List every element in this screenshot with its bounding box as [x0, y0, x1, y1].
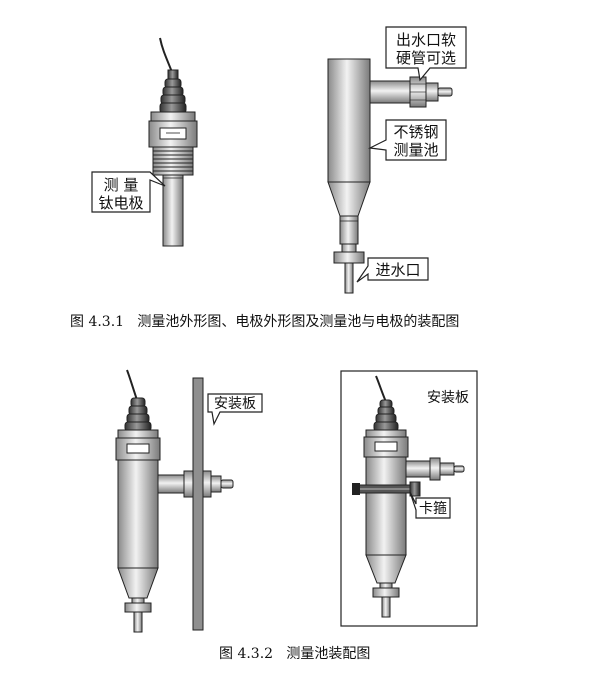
left-outlet-arm	[157, 474, 185, 494]
outlet-callout-box	[385, 26, 467, 82]
inlet-callout-box	[356, 257, 429, 283]
electrode-callout-box	[91, 171, 166, 213]
electrode-label-line2: 钛电极	[98, 194, 143, 212]
pool-outlet-fitting	[425, 82, 439, 102]
assembly-right: 安装板 卡箍	[340, 370, 478, 627]
clamp-label: 卡箍	[419, 500, 447, 517]
outlet-label-line2: 硬管可选	[396, 49, 456, 67]
electrode-body	[162, 174, 184, 247]
panel-label-right: 安装板	[427, 390, 469, 406]
pool-figure: 出水口软 硬管可选 不锈钢 测量池 进水口	[327, 26, 467, 294]
pool-label-line1: 不锈钢	[393, 123, 438, 141]
pool-inlet-tube	[339, 215, 359, 245]
assembly-left: 安装板	[115, 369, 263, 633]
left-pool-body	[117, 459, 159, 569]
figure1-caption: 图 4.3.1 测量池外形图、电极外形图及测量池与电极的装配图	[70, 314, 459, 330]
pool-inlet-nozzle	[344, 262, 354, 294]
outlet-label-line1: 出水口软	[396, 31, 456, 49]
clamp-callout-box	[409, 491, 451, 519]
panel-label-left: 安装板	[214, 396, 256, 412]
mounting-panel	[192, 377, 204, 631]
pool-outlet-arm	[369, 80, 411, 104]
mounting-panel-front	[340, 370, 478, 627]
right-pool-body	[365, 456, 407, 556]
pool-callout-box	[367, 119, 447, 161]
electrode-label-line1: 测 量	[104, 176, 139, 194]
inlet-label: 进水口	[375, 261, 420, 279]
pool-label-line2: 测量池	[393, 141, 438, 159]
pool-inlet-nut	[333, 251, 365, 264]
pool-body	[327, 58, 371, 183]
electrode-figure: 测 量 钛电极	[91, 37, 198, 247]
electrode-cable	[159, 37, 173, 73]
electrode-ribbed-boot	[159, 78, 187, 114]
figure2-caption: 图 4.3.2 测量池装配图	[219, 646, 370, 662]
electrode-head-window	[159, 127, 187, 140]
electrode-thread	[152, 146, 194, 176]
pool-cone	[327, 181, 371, 217]
panel-callout-box-left	[207, 393, 263, 426]
pool-outlet-nozzle	[437, 87, 453, 97]
